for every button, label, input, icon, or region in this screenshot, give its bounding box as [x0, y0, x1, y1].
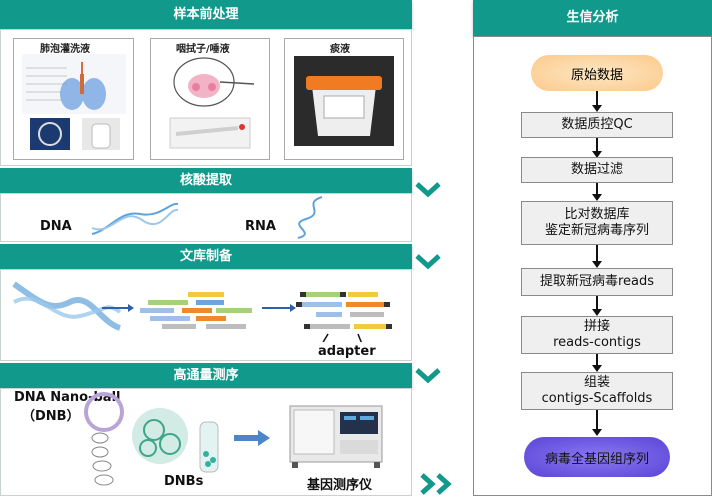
- flow-step-text: 提取新冠病毒reads: [539, 274, 655, 289]
- flow-arrow: [592, 138, 602, 158]
- flow-step-extract-reads: 提取新冠病毒reads: [521, 268, 673, 296]
- flow-step-text: 数据质控QC: [561, 117, 633, 132]
- dnbs-label: DNBs: [164, 474, 204, 489]
- dna-label: DNA: [40, 219, 72, 234]
- chevron-down-icon: [415, 254, 441, 270]
- chevron-right-icon: [420, 473, 452, 495]
- flow-step-text: 组装: [583, 375, 610, 390]
- library-panel: [0, 269, 412, 361]
- flow-end-genome-sequence: 病毒全基因组序列: [524, 437, 670, 477]
- flow-arrow: [592, 354, 602, 372]
- section-header-extraction: 核酸提取: [0, 168, 412, 193]
- dnb-label: （DNB）: [22, 409, 80, 424]
- library-prep-illustration: [12, 281, 392, 342]
- section-header-sequencing: 高通量测序: [0, 363, 412, 388]
- sample-label-sputum: 痰液: [330, 44, 350, 55]
- chevron-down-icon: [415, 368, 441, 384]
- flow-step-subtext: reads-contigs: [553, 335, 641, 350]
- flow-step-filter: 数据过滤: [521, 157, 673, 183]
- flow-step-assemble: 组装 contigs-Scaffolds: [521, 372, 673, 410]
- flow-step-subtext: contigs-Scaffolds: [541, 391, 653, 406]
- flow-step-qc: 数据质控QC: [521, 112, 673, 138]
- flow-step-align: 比对数据库 鉴定新冠病毒序列: [521, 201, 673, 245]
- dna-helix-icon: [91, 202, 179, 235]
- dna-nanoball-label: DNA Nano-ball: [14, 390, 121, 405]
- flow-arrow: [592, 91, 602, 112]
- sequencer-illustration: [289, 405, 383, 468]
- flow-step-text: 数据过滤: [570, 162, 623, 177]
- section-header-sample-prep: 样本前处理: [0, 0, 412, 29]
- adapter-label: adapter: [318, 344, 376, 359]
- section-header-library: 文库制备: [0, 244, 412, 269]
- rna-label: RNA: [245, 219, 276, 234]
- flow-arrow: [592, 183, 602, 201]
- sample-label-bal: 肺泡灌洗液: [40, 44, 90, 55]
- sequencer-label: 基因测序仪: [307, 478, 373, 493]
- lung-illustration: [22, 54, 126, 150]
- flow-step-text: 原始数据: [570, 67, 623, 83]
- flow-arrow: [592, 245, 602, 268]
- flow-step-splice: 拼接 reads-contigs: [521, 316, 673, 354]
- bioinformatics-header: 生信分析: [473, 0, 712, 36]
- flow-start-raw-data: 原始数据: [531, 55, 663, 91]
- flow-arrow: [592, 296, 602, 316]
- flow-step-subtext: 鉴定新冠病毒序列: [544, 223, 649, 238]
- throat-swab-illustration: [169, 57, 255, 149]
- flow-step-text: 比对数据库: [564, 207, 630, 222]
- chevron-down-icon: [415, 182, 441, 198]
- rna-strand-icon: [297, 196, 323, 239]
- sputum-cup-illustration: [294, 56, 394, 146]
- flow-step-text: 拼接: [583, 319, 610, 334]
- sample-label-swab: 咽拭子/唾液: [176, 44, 230, 55]
- nanoball-diagram: [84, 392, 270, 486]
- flow-step-text: 病毒全基因组序列: [544, 451, 649, 467]
- extraction-panel: [0, 193, 412, 242]
- flow-arrow: [592, 410, 602, 436]
